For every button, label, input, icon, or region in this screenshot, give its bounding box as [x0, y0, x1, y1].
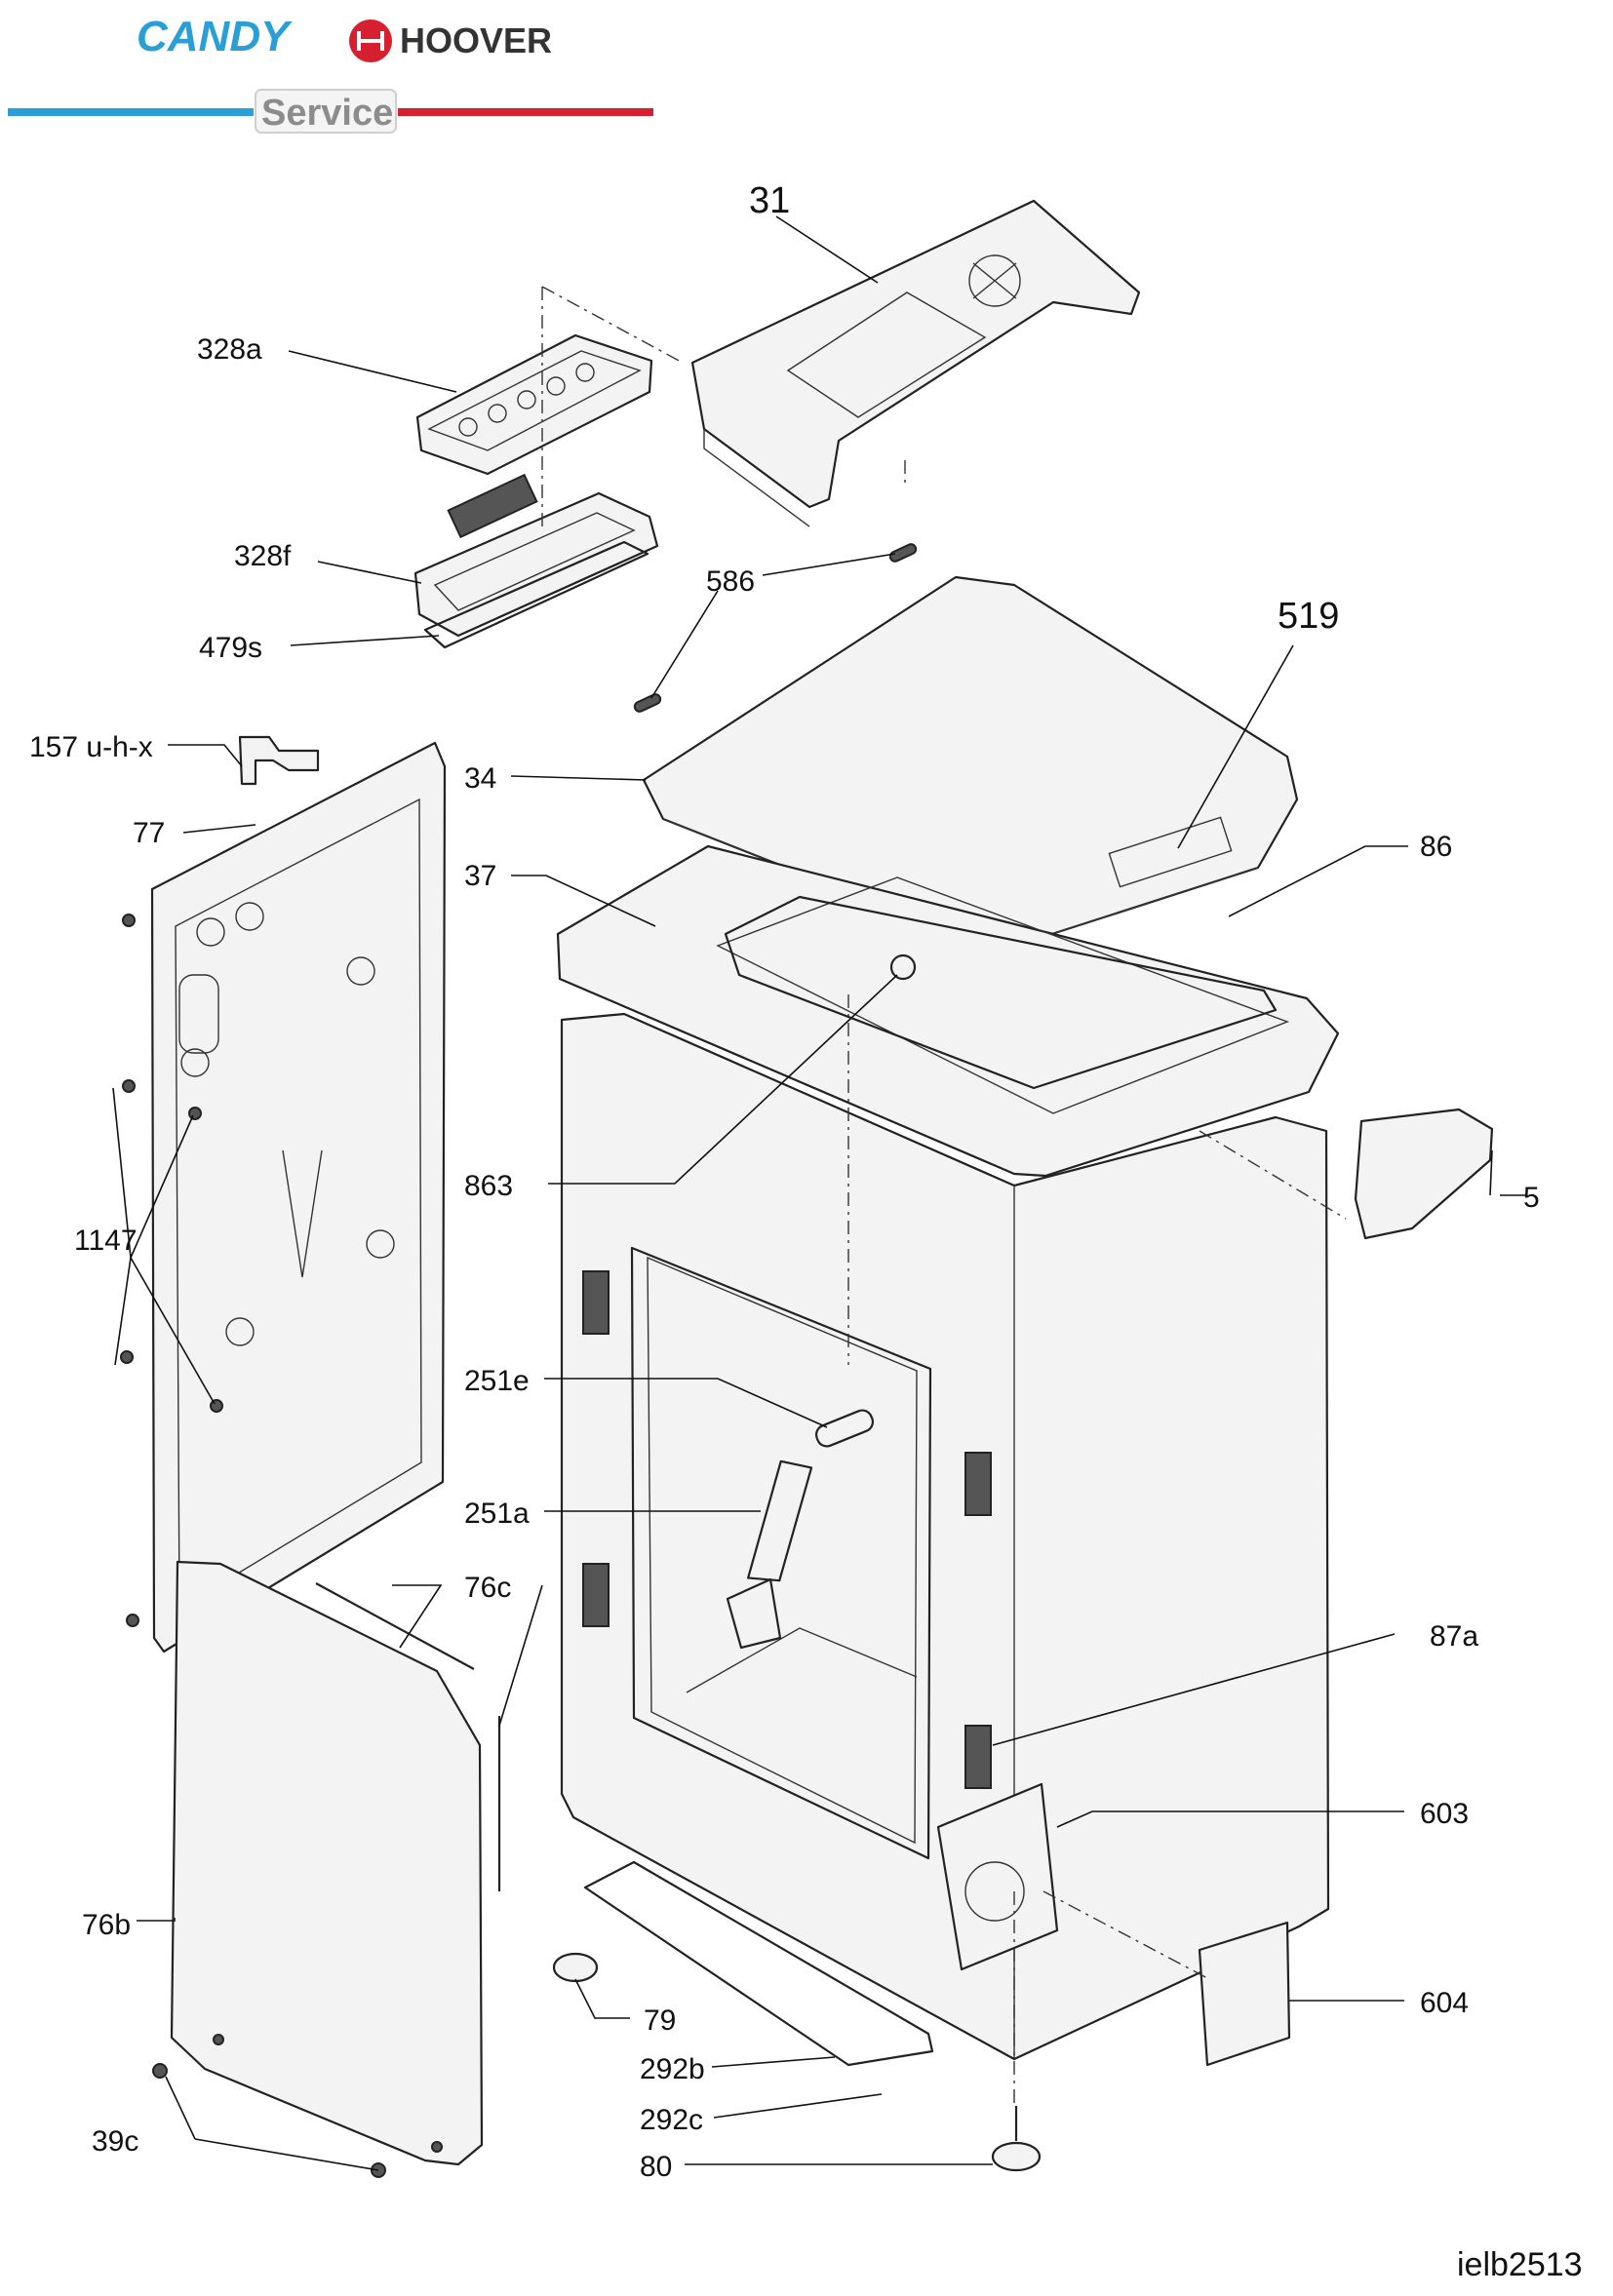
part-pcb-support-frame: [415, 333, 653, 539]
callout-76c: 76c: [464, 1572, 511, 1604]
callout-519: 519: [1278, 596, 1339, 637]
callout-76b: 76b: [82, 1909, 131, 1941]
part-clip: [238, 735, 320, 786]
part-pcb-tray: [413, 491, 659, 649]
callout-1147: 1147: [74, 1225, 138, 1257]
part-drawings: [120, 199, 1494, 2178]
header-rule-red: [398, 108, 653, 116]
callout-39c: 39c: [92, 2125, 138, 2158]
part-side-screw-upper: [152, 2063, 168, 2079]
part-control-panel-cover: [690, 199, 1141, 527]
callout-863: 863: [464, 1170, 513, 1202]
part-damper-assembly: [726, 1409, 875, 1650]
callout-87a: 87a: [1430, 1620, 1478, 1653]
callout-292b: 292b: [640, 2053, 705, 2085]
service-label: Service: [261, 93, 393, 134]
callout-604: 604: [1420, 1987, 1469, 2019]
brand-hoover-logo: HOOVER: [400, 20, 552, 60]
callout-31: 31: [749, 180, 790, 221]
part-hinge-pin-right: [888, 543, 918, 563]
callout-86: 86: [1420, 831, 1452, 863]
hoover-emblem-icon: [349, 19, 392, 62]
part-door-lock: [1354, 1108, 1494, 1240]
part-base-plate: [583, 1860, 934, 2067]
callout-5: 5: [1523, 1182, 1540, 1214]
callout-34: 34: [464, 762, 496, 795]
service-tab: [255, 89, 397, 134]
header-rule-blue: [8, 108, 254, 116]
part-top-frame: [556, 844, 1340, 1178]
part-hinge-pin-left: [633, 693, 662, 713]
part-rear-panel: [150, 741, 447, 1654]
callout-labels: 31 328a 328f 479s 586 519 157 u-h-x 77 3…: [29, 180, 1540, 2183]
callout-77: 77: [133, 817, 165, 849]
callout-37: 37: [464, 860, 496, 892]
document-id: ielb2513: [1457, 2246, 1583, 2283]
brand-candy-logo: CANDY: [137, 13, 293, 60]
brand-header: CANDY HOOVER Service: [8, 13, 653, 134]
part-side-panel: [170, 1560, 484, 2166]
callout-157-u-h-x: 157 u-h-x: [29, 731, 153, 763]
callout-80: 80: [640, 2151, 672, 2183]
callout-251a: 251a: [464, 1498, 530, 1530]
callout-251e: 251e: [464, 1365, 530, 1397]
part-foot: [552, 1952, 599, 1983]
part-seal-strip-horizontal: [315, 1582, 475, 1670]
callout-328a: 328a: [197, 333, 262, 366]
callout-586: 586: [706, 565, 755, 598]
part-screws: [120, 914, 223, 1627]
callout-79: 79: [644, 2004, 676, 2037]
part-cabinet: [560, 1012, 1330, 2061]
part-adjustable-foot: [991, 2141, 1042, 2172]
callout-479s: 479s: [199, 632, 262, 664]
callout-leaders: [112, 215, 1527, 2171]
part-service-flap: [1198, 1921, 1291, 2067]
part-filter-housing: [936, 1782, 1059, 1971]
callout-328f: 328f: [234, 540, 292, 572]
callout-292c: 292c: [640, 2104, 703, 2136]
callout-603: 603: [1420, 1798, 1469, 1830]
